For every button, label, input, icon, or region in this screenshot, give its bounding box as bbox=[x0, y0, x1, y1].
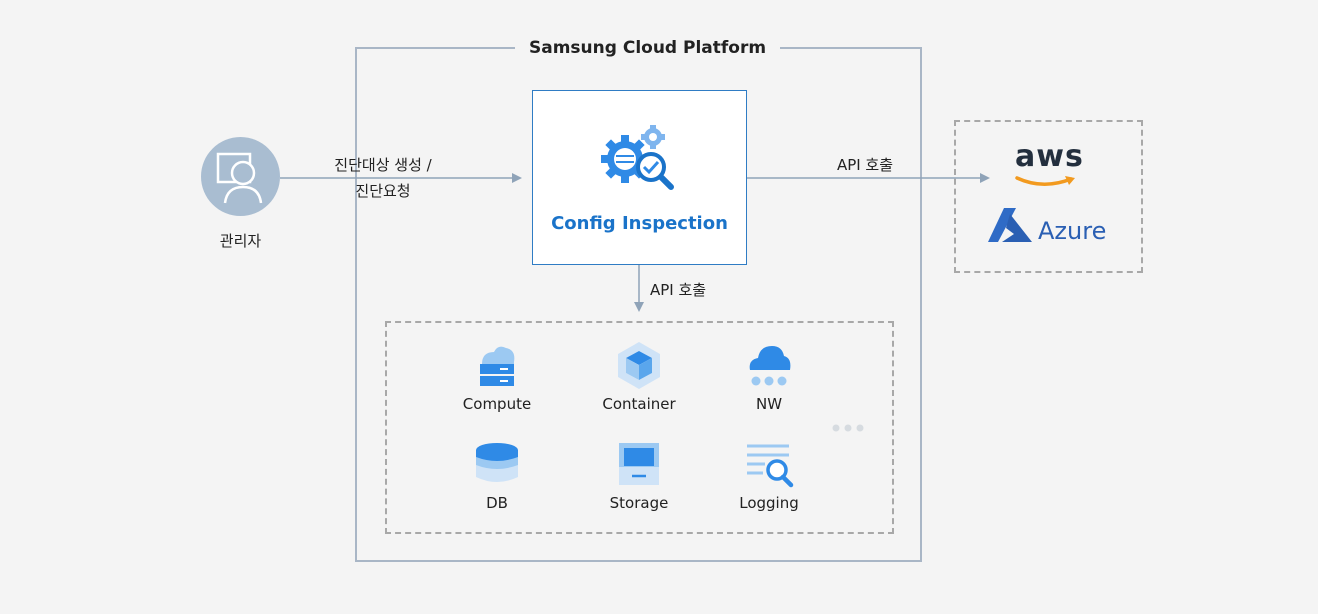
api-call-down-label: API 호출 bbox=[650, 281, 707, 299]
network-icon[interactable] bbox=[746, 342, 792, 388]
service-label-nw: NW bbox=[755, 395, 783, 413]
aws-logo-text: aws bbox=[1015, 139, 1084, 174]
config-inspection-icon bbox=[601, 125, 674, 190]
storage-icon[interactable] bbox=[616, 441, 662, 487]
service-label-container: Container bbox=[602, 395, 676, 413]
config-inspection-box[interactable]: Config Inspection bbox=[532, 90, 747, 265]
external-clouds-box bbox=[954, 120, 1143, 273]
admin-label: 관리자 bbox=[219, 232, 262, 250]
admin-avatar[interactable] bbox=[201, 137, 280, 216]
container-icon[interactable] bbox=[616, 341, 662, 389]
compute-icon[interactable] bbox=[474, 342, 520, 388]
service-label-storage: Storage bbox=[609, 494, 669, 512]
services-box bbox=[385, 321, 894, 534]
service-label-db: DB bbox=[486, 494, 508, 512]
config-inspection-label: Config Inspection bbox=[551, 213, 728, 234]
service-label-compute: Compute bbox=[462, 395, 532, 413]
service-label-logging: Logging bbox=[739, 494, 799, 512]
more-dots-icon bbox=[832, 424, 864, 432]
logging-icon[interactable] bbox=[745, 441, 794, 488]
api-call-right-label: API 호출 bbox=[836, 156, 894, 174]
user-icon bbox=[216, 152, 263, 204]
database-icon[interactable] bbox=[474, 441, 520, 487]
azure-logo-text: Azure bbox=[1038, 217, 1107, 245]
azure-logo-icon bbox=[988, 208, 1032, 242]
request-label-line2: 진단요청 bbox=[355, 182, 411, 200]
aws-smile-icon bbox=[1015, 176, 1075, 186]
platform-title: Samsung Cloud Platform bbox=[515, 36, 781, 60]
request-label-line1: 진단대상 생성 / bbox=[334, 156, 432, 174]
